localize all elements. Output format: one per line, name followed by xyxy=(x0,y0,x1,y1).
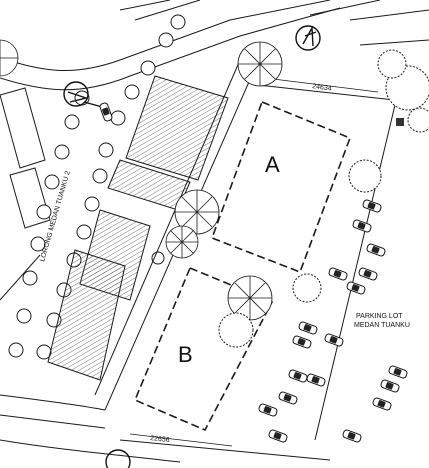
shrub-icon xyxy=(292,273,322,303)
north-arrow-icon xyxy=(295,25,321,51)
roof-blocks xyxy=(47,75,229,381)
parking-label-line1: PARKING LOT xyxy=(356,313,403,320)
tree-icon xyxy=(237,41,283,87)
plot-b-label: B xyxy=(178,342,193,367)
dimension-top: 24634 xyxy=(312,83,332,93)
plot-b-boundary xyxy=(133,266,274,432)
neighbor-buildings xyxy=(0,87,51,229)
shrub-icon xyxy=(377,49,407,79)
tree-icon xyxy=(174,189,220,235)
feature-trees xyxy=(0,39,283,321)
shrub-icon xyxy=(218,312,254,348)
access-road xyxy=(94,59,396,461)
dimension-lines xyxy=(129,77,379,447)
plot-a-label: A xyxy=(265,152,280,177)
dimension-bottom: 22656 xyxy=(150,435,170,444)
shrub-icon xyxy=(407,107,429,133)
tree-icon xyxy=(0,39,19,77)
plot-a-boundary xyxy=(210,100,352,274)
north-arrow-icon xyxy=(105,449,131,468)
parking-label-line2: MEDAN TUANKU xyxy=(354,322,410,329)
marker-square xyxy=(396,118,404,126)
tree-icon xyxy=(165,225,199,259)
shrub-icon xyxy=(348,159,382,193)
tree-icon xyxy=(227,275,273,321)
shrubs xyxy=(218,49,429,348)
